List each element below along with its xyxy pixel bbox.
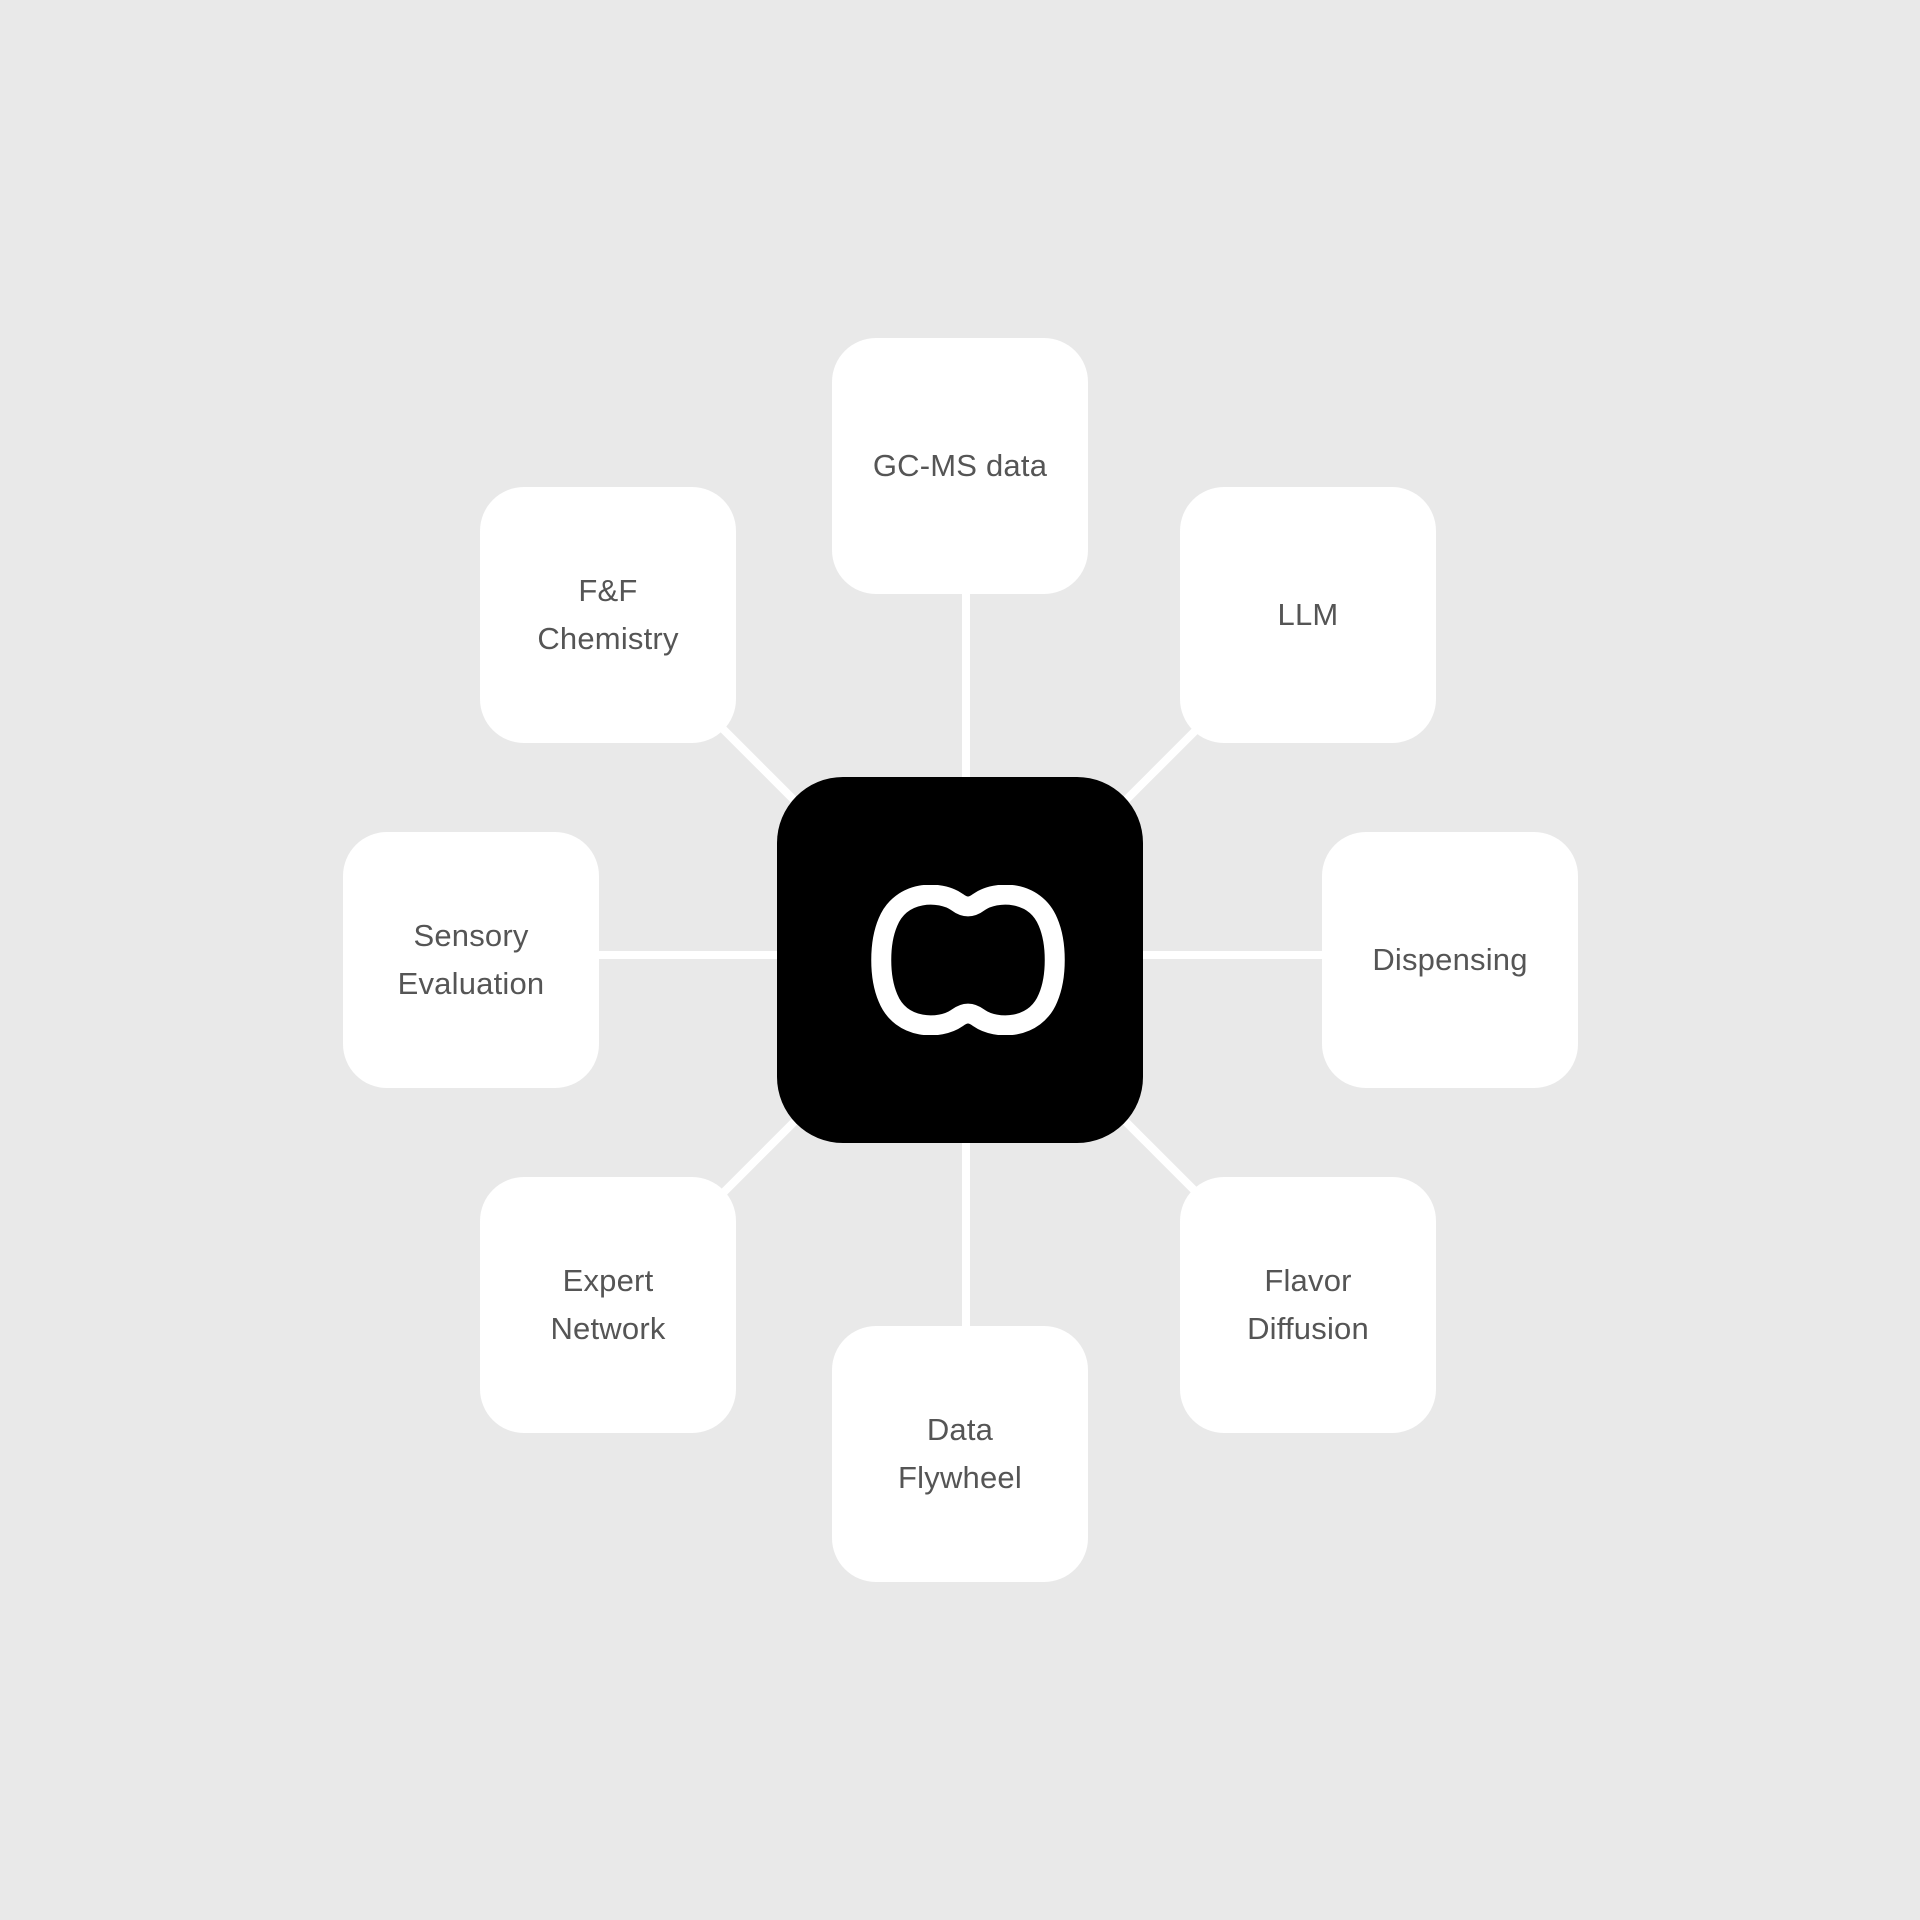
- node-flavor-diffusion: Flavor Diffusion: [1180, 1177, 1436, 1433]
- node-label: Expert Network: [550, 1263, 666, 1346]
- node-label: F&F Chemistry: [537, 573, 679, 656]
- node-expert-network: Expert Network: [480, 1177, 736, 1433]
- connector-ffchem: [719, 725, 803, 809]
- node-label: Data Flywheel: [898, 1412, 1022, 1495]
- hub-logo-tile: [777, 777, 1143, 1143]
- connector-llm: [1117, 725, 1201, 809]
- node-ff-chemistry: F&F Chemistry: [480, 487, 736, 743]
- infinity-loop-logo-icon: [871, 885, 1065, 1035]
- node-label: GC-MS data: [872, 448, 1048, 483]
- node-data-flywheel: Data Flywheel: [832, 1326, 1088, 1582]
- node-dispensing: Dispensing: [1322, 832, 1578, 1088]
- node-gcms-data: GC-MS data: [832, 338, 1088, 594]
- node-llm: LLM: [1180, 487, 1436, 743]
- connector-flavor: [1117, 1113, 1201, 1197]
- node-sensory-evaluation: Sensory Evaluation: [343, 832, 599, 1088]
- node-label: Sensory Evaluation: [397, 918, 545, 1001]
- node-label: Flavor Diffusion: [1247, 1263, 1369, 1346]
- node-label: Dispensing: [1372, 942, 1528, 977]
- connector-expert: [719, 1113, 803, 1197]
- node-label: LLM: [1277, 597, 1339, 632]
